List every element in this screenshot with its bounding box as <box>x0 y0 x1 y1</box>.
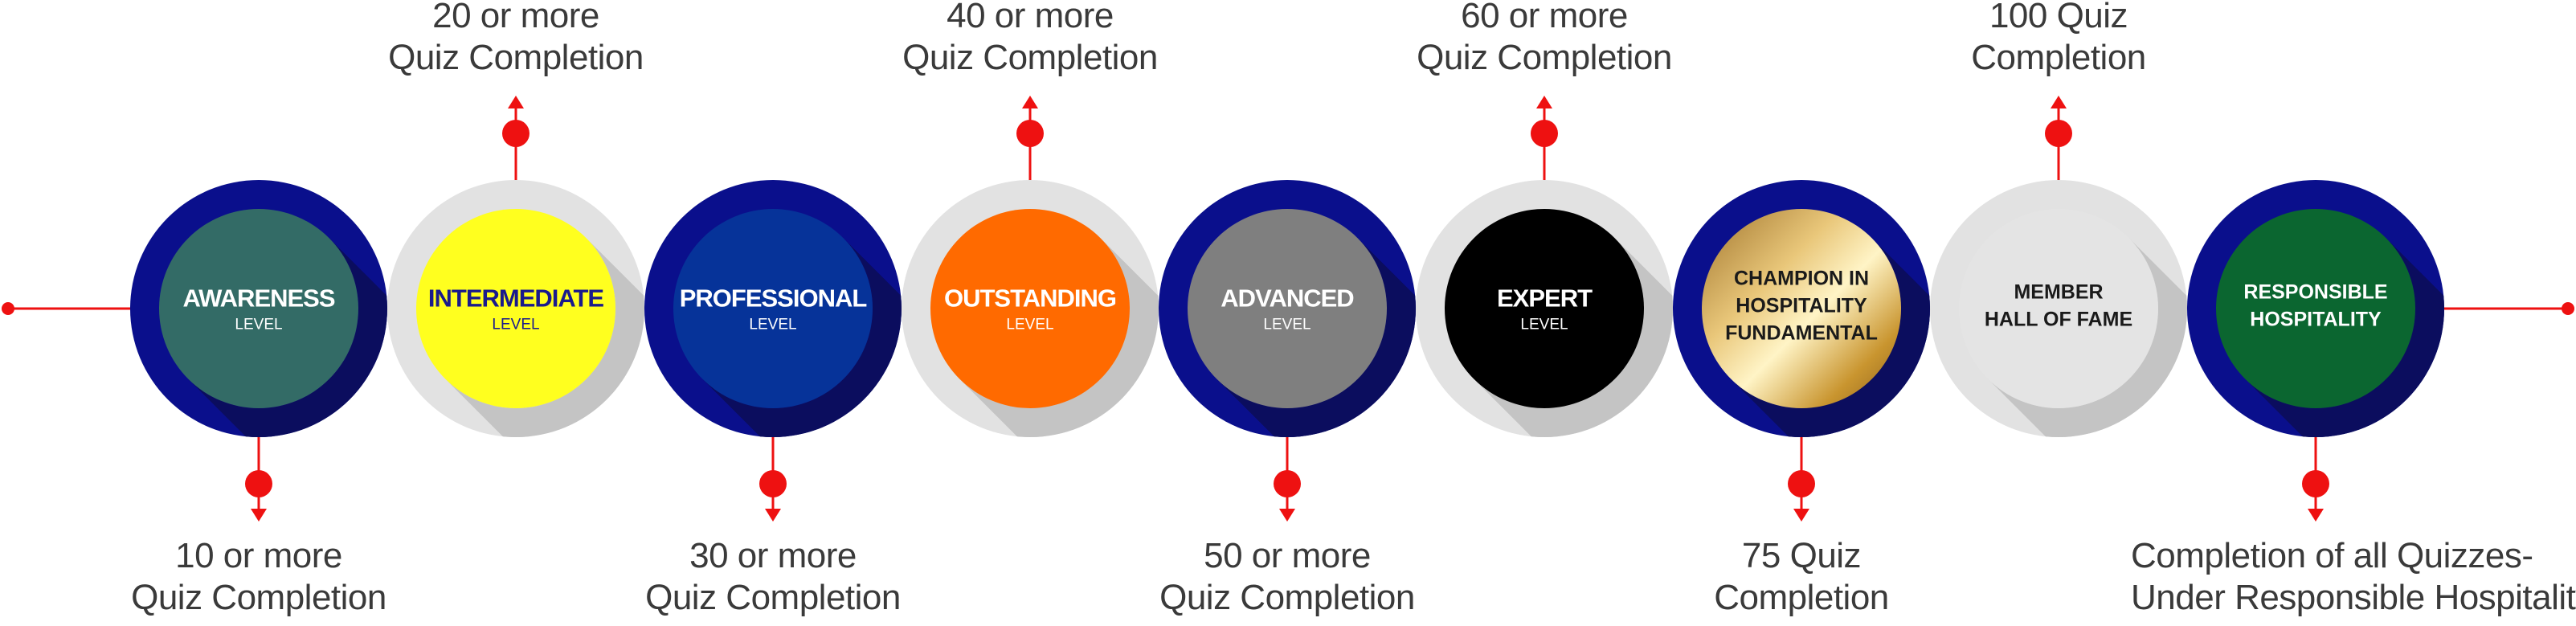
level-title: CHAMPION IN <box>1734 267 1869 289</box>
level-disc <box>159 209 358 408</box>
level-title: AWARENESS <box>182 284 334 312</box>
level-title: HOSPITALITY <box>1736 294 1867 317</box>
level-subtitle: LEVEL <box>235 316 282 333</box>
level-subtitle: LEVEL <box>492 316 539 333</box>
level-title: ADVANCED <box>1221 284 1354 312</box>
connector-arrow <box>1279 509 1295 522</box>
level-title: PROFESSIONAL <box>680 284 867 312</box>
level-disc <box>416 209 615 408</box>
level-disc <box>1188 209 1387 408</box>
connector-dot <box>502 120 530 147</box>
caption-line: Completion of all Quizzes- <box>2131 536 2533 575</box>
connector-arrow <box>1022 96 1038 108</box>
connector-arrow <box>765 509 781 522</box>
level-title: HALL OF FAME <box>1985 308 2132 330</box>
level-title: MEMBER <box>2014 280 2103 303</box>
level-disc <box>1959 209 2158 408</box>
caption-line: Quiz Completion <box>1159 578 1415 617</box>
caption-line: 75 Quiz <box>1741 536 1862 575</box>
level-title: OUTSTANDING <box>944 284 1116 312</box>
connector-arrow <box>508 96 524 108</box>
connector-dot <box>245 470 272 497</box>
level-subtitle: LEVEL <box>749 316 796 333</box>
connector-dot <box>2045 120 2072 147</box>
level-title: INTERMEDIATE <box>428 284 604 312</box>
level-title: HOSPITALITY <box>2250 308 2382 330</box>
level-node: RESPONSIBLE HOSPITALITY <box>2187 180 2444 522</box>
connector-arrow <box>1793 509 1809 522</box>
caption-line: 60 or more <box>1461 0 1628 35</box>
level-subtitle: LEVEL <box>1006 316 1053 333</box>
timeline-end-dot <box>2562 302 2574 315</box>
caption-line: 20 or more <box>432 0 599 35</box>
connector-dot <box>1531 120 1558 147</box>
caption-line: Quiz Completion <box>1417 38 1672 77</box>
level-disc <box>930 209 1130 408</box>
caption-line: 100 Quiz <box>1989 0 2128 35</box>
connector-dot <box>759 470 787 497</box>
caption-line: Quiz Completion <box>902 38 1158 77</box>
caption-line: 50 or more <box>1204 536 1371 575</box>
level-disc <box>2216 209 2415 408</box>
caption-line: Completion <box>1714 578 1889 617</box>
level-subtitle: LEVEL <box>1263 316 1310 333</box>
connector-dot <box>1274 470 1301 497</box>
level-disc <box>1702 209 1901 408</box>
level-disc <box>1445 209 1644 408</box>
connector-dot <box>2302 470 2329 497</box>
timeline-start-dot <box>2 302 14 315</box>
caption-line: 30 or more <box>689 536 857 575</box>
connector-arrow <box>251 509 267 522</box>
level-title: FUNDAMENTAL <box>1725 321 1878 344</box>
connector-arrow <box>1536 96 1552 108</box>
caption-line: Quiz Completion <box>388 38 644 77</box>
caption-line: Quiz Completion <box>645 578 901 617</box>
level-subtitle: LEVEL <box>1520 316 1568 333</box>
caption-line: Completion <box>1971 38 2146 77</box>
level-caption: Completion of all Quizzes-Under Responsi… <box>2131 535 2576 619</box>
level-title: RESPONSIBLE <box>2243 280 2387 303</box>
level-title: EXPERT <box>1497 284 1593 312</box>
caption-line: Quiz Completion <box>131 578 386 617</box>
connector-dot <box>1016 120 1044 147</box>
caption-line: 10 or more <box>175 536 342 575</box>
level-disc <box>673 209 873 408</box>
caption-line: Under Responsible Hospitality <box>2131 578 2576 617</box>
connector-dot <box>1788 470 1815 497</box>
connector-arrow <box>2308 509 2324 522</box>
caption-line: 40 or more <box>947 0 1114 35</box>
connector-arrow <box>2051 96 2067 108</box>
